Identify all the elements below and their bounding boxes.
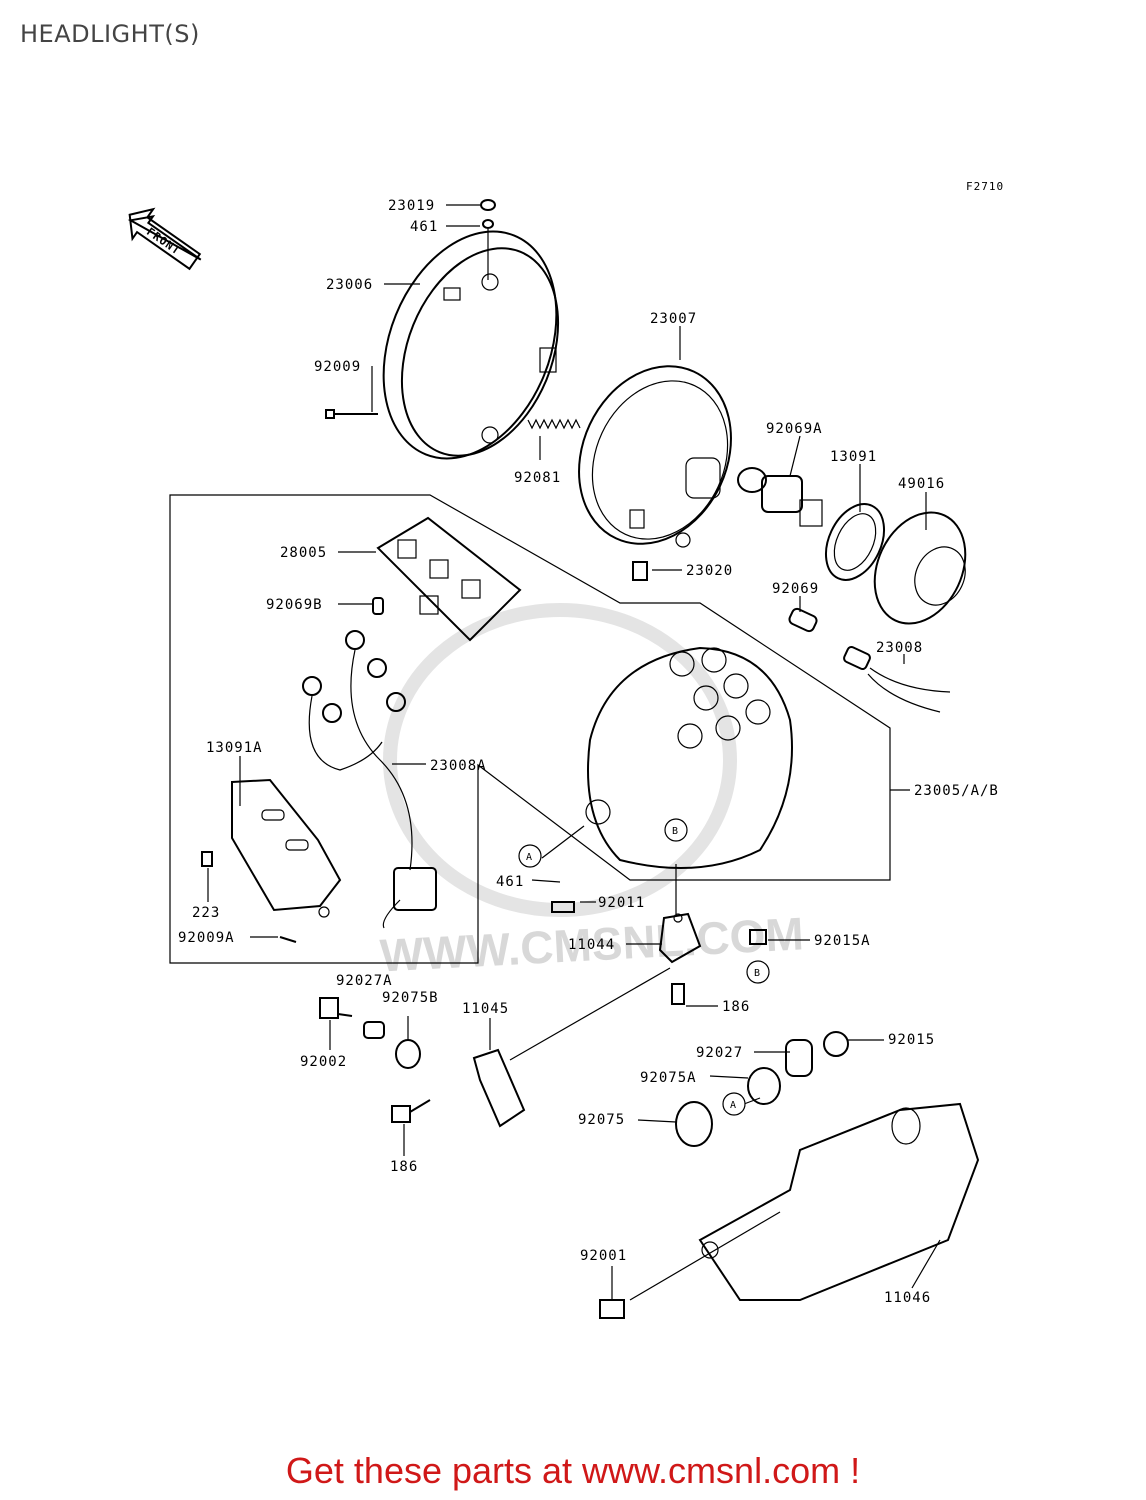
- bolt-186: [671, 983, 685, 1005]
- label-13091A: 13091A: [206, 740, 263, 756]
- dust-cover: [873, 511, 967, 625]
- bulb-socket-ring: [824, 503, 886, 581]
- label-92075A: 92075A: [640, 1070, 697, 1086]
- figure-code: F2710: [966, 180, 1004, 193]
- indicator-harness: [302, 630, 437, 929]
- stay-11044: [658, 912, 702, 964]
- group-outline: [169, 494, 891, 964]
- svg-text:B: B: [672, 826, 679, 837]
- leader-lines: [207, 204, 941, 1301]
- label-92027A: 92027A: [336, 973, 393, 989]
- marker-b-nut: B: [746, 960, 770, 984]
- watermark-logo: [383, 603, 737, 917]
- marker-a-bracket: A: [722, 1092, 746, 1116]
- rim-side-screw: [325, 409, 378, 419]
- page-title: HEADLIGHT(S): [20, 20, 200, 48]
- position-socket: [843, 645, 951, 713]
- clip-23020: [632, 561, 648, 581]
- svg-text:A: A: [730, 1100, 737, 1111]
- label-11046: 11046: [884, 1290, 931, 1306]
- label-23019: 23019: [388, 198, 435, 214]
- label-223: 223: [192, 905, 220, 921]
- headlight-bulb: [737, 467, 823, 527]
- label-92011: 92011: [598, 895, 645, 911]
- headlight-rim: [382, 230, 560, 460]
- label-23006: 23006: [326, 277, 373, 293]
- label-92015: 92015: [888, 1032, 935, 1048]
- label-23008: 23008: [876, 640, 923, 656]
- label-92009A: 92009A: [178, 930, 235, 946]
- right-mount-hardware: [675, 1031, 849, 1147]
- screw-461-92011: [551, 901, 575, 913]
- bracket-11045: [391, 1048, 526, 1128]
- bolt-92001: [599, 1299, 625, 1319]
- label-92069: 92069: [772, 581, 819, 597]
- label-23007: 23007: [650, 311, 697, 327]
- headlight-bracket-11046: [698, 1102, 980, 1301]
- headlight-lens-unit: [578, 365, 732, 548]
- indicator-bulb: [372, 597, 384, 615]
- adjust-spring: [527, 418, 581, 430]
- headlight-housing: [585, 646, 793, 869]
- label-13091: 13091: [830, 449, 877, 465]
- svg-text:B: B: [754, 968, 761, 979]
- screw-223: [201, 851, 213, 867]
- label-92075: 92075: [578, 1112, 625, 1128]
- label-186-lower: 186: [390, 1159, 418, 1175]
- svg-text:A: A: [526, 852, 533, 863]
- label-92081: 92081: [514, 470, 561, 486]
- label-92001: 92001: [580, 1248, 627, 1264]
- position-bulb: [788, 607, 818, 633]
- marker-b-housing: B: [664, 818, 688, 842]
- label-11044: 11044: [568, 937, 615, 953]
- label-92002: 92002: [300, 1054, 347, 1070]
- front-arrow-icon: FRONT: [127, 207, 202, 271]
- nut-92015A: [749, 929, 767, 945]
- footer-link[interactable]: Get these parts at www.cmsnl.com !: [285, 1450, 861, 1491]
- label-23008A: 23008A: [430, 758, 487, 774]
- label-49016: 49016: [898, 476, 945, 492]
- label-461-top: 461: [410, 219, 438, 235]
- marker-a-housing: A: [518, 844, 542, 868]
- label-92015A: 92015A: [814, 933, 871, 949]
- label-92069A: 92069A: [766, 421, 823, 437]
- label-186-upper: 186: [722, 999, 750, 1015]
- label-461-mid: 461: [496, 874, 524, 890]
- indicator-bracket: [231, 778, 342, 918]
- label-92069B: 92069B: [266, 597, 323, 613]
- label-92027: 92027: [696, 1045, 743, 1061]
- label-23005AB: 23005/A/B: [914, 783, 999, 799]
- label-92075B: 92075B: [382, 990, 439, 1006]
- label-28005: 28005: [280, 545, 327, 561]
- label-11045: 11045: [462, 1001, 509, 1017]
- label-23020: 23020: [686, 563, 733, 579]
- screw-92009A: [279, 936, 297, 943]
- rim-screw: [480, 199, 496, 280]
- label-92009: 92009: [314, 359, 361, 375]
- indicator-housing: [376, 516, 522, 642]
